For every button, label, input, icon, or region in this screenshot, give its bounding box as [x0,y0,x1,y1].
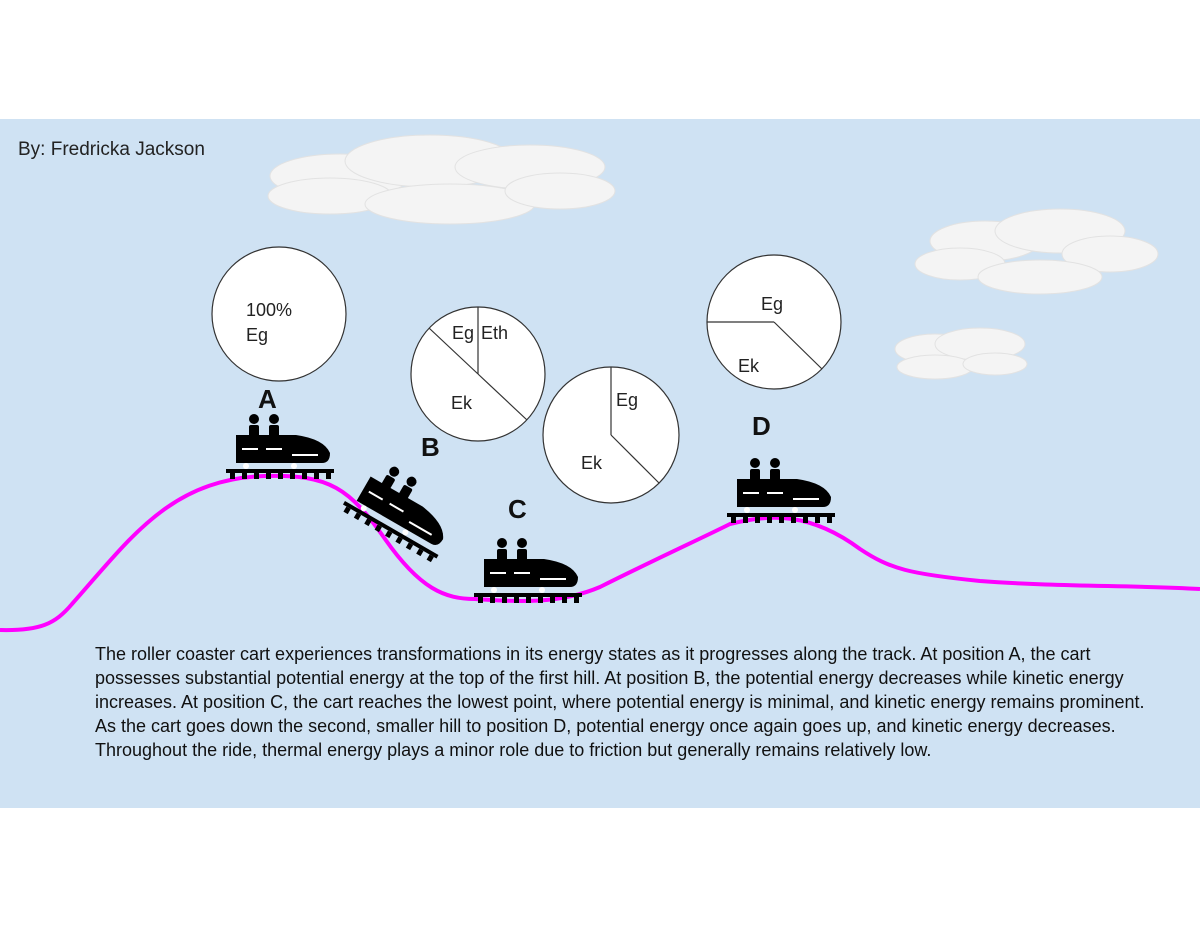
energy-pie-b: Eg Eth Ek [410,306,546,442]
cart-c [473,537,583,604]
position-label-d: D [752,411,771,441]
pie-a-percent: 100% [246,300,292,320]
cart-a [225,413,335,480]
pie-b-eth: Eth [481,323,508,343]
pie-c-ek: Ek [581,453,603,473]
roller-coaster-scene: A B C D 100% Eg Eg Eth Ek Eg Ek [0,134,1200,633]
position-label-b: B [421,432,440,462]
cloud-large [267,134,616,225]
energy-pie-d: Eg Ek [706,254,842,390]
position-label-c: C [508,494,527,524]
pie-d-ek: Ek [738,356,760,376]
cloud-small [894,327,1028,380]
pie-b-eg: Eg [452,323,474,343]
coaster-track [0,473,1200,633]
pie-c-eg: Eg [616,390,638,410]
position-label-a: A [258,384,277,414]
pie-a-label: Eg [246,325,268,345]
author-credit: By: Fredricka Jackson [18,139,205,160]
cloud-right [914,208,1159,295]
cart-d [726,457,836,524]
pie-b-ek: Ek [451,393,473,413]
energy-pie-a: 100% Eg [211,246,347,382]
diagram-panel: By: Fredricka Jackson [0,119,1200,808]
pie-d-eg: Eg [761,294,783,314]
energy-description: The roller coaster cart experiences tran… [95,644,1145,760]
energy-pie-c: Eg Ek [542,366,680,504]
